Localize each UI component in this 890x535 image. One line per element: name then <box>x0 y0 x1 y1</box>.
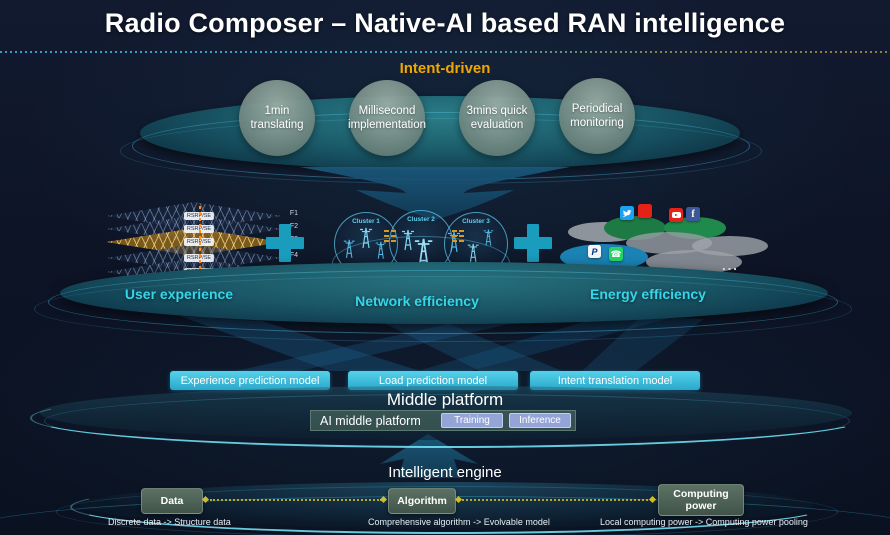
ellipsis-more: ... <box>722 258 739 273</box>
band-label: F2 <box>289 223 298 230</box>
data-caption: Discrete data -> Structure data <box>108 517 231 527</box>
training-chip: Training <box>441 413 503 428</box>
data-node: Data <box>141 488 203 514</box>
experience-prediction-model-button: Experience prediction model <box>170 371 330 390</box>
plus-icon <box>514 224 552 262</box>
paypal-icon: P <box>588 245 601 258</box>
band-label: F1 <box>289 210 298 217</box>
intent-bubble-implementation: Millisecond implementation <box>348 80 426 156</box>
plus-icon <box>266 224 304 262</box>
youtube-icon <box>669 208 683 222</box>
energy-efficiency-label: Energy efficiency <box>590 286 706 302</box>
engine-connector <box>210 499 382 501</box>
ai-middle-platform-label: AI middle platform <box>320 413 421 428</box>
intent-translation-model-button: Intent translation model <box>530 371 700 390</box>
load-bars-icon <box>452 230 464 245</box>
network-efficiency-label: Network efficiency <box>355 293 479 309</box>
intelligent-engine-title: Intelligent engine <box>388 464 502 481</box>
middle-platform-title: Middle platform <box>386 390 504 409</box>
user-experience-graphic: RSRP/SE RSRP/SE RSRP/SE RSRP/SE RSRP/SE … <box>106 202 298 288</box>
pillar-platform-ring <box>34 276 852 342</box>
intent-bubble-translating: 1min translating <box>239 80 315 156</box>
facebook-icon: f <box>686 207 700 221</box>
intent-platform-ring <box>120 118 762 184</box>
title-divider <box>0 51 890 53</box>
whatsapp-icon: ☎ <box>609 247 623 261</box>
ai-middle-platform-bar: AI middle platform Training Inference <box>310 410 576 431</box>
page-title: Radio Composer – Native-AI based RAN int… <box>104 8 786 38</box>
algorithm-caption: Comprehensive algorithm -> Evolvable mod… <box>368 517 550 527</box>
inference-chip: Inference <box>509 413 571 428</box>
algorithm-node: Algorithm <box>388 488 456 514</box>
user-experience-label: User experience <box>124 286 234 302</box>
cloud-ellipse <box>626 232 712 254</box>
band-label: F4 <box>289 252 298 259</box>
media-list-icon <box>638 204 652 218</box>
twitter-icon <box>620 206 634 220</box>
middle-platform-ring <box>44 394 850 448</box>
intent-driven-label: Intent-driven <box>399 60 491 77</box>
load-prediction-model-button: Load prediction model <box>348 371 518 390</box>
engine-connector <box>462 499 652 501</box>
intent-bubble-evaluation: 3mins quick evaluation <box>459 80 535 156</box>
load-bars-icon <box>384 230 396 245</box>
computing-power-node: Computing power <box>658 484 744 516</box>
computing-power-caption: Local computing power -> Computing power… <box>600 517 808 527</box>
intent-bubble-monitoring: Periodical monitoring <box>559 78 635 154</box>
